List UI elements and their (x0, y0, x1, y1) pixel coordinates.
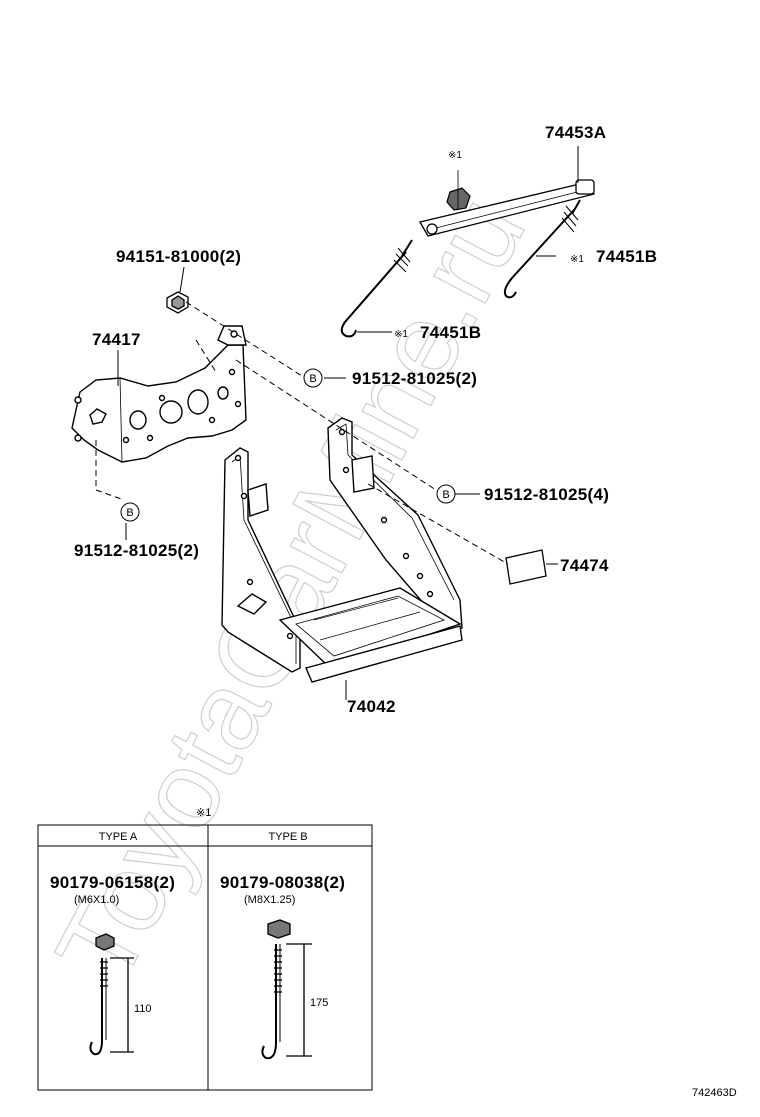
callout-74474: 74474 (560, 556, 609, 575)
callout-91512-upper: 91512-81025(2) (352, 369, 477, 388)
callout-74417: 74417 (92, 330, 141, 349)
hook-bolt-right (503, 199, 581, 299)
battery-tray (221, 417, 463, 683)
marker-b-middle: B (436, 484, 456, 504)
diagram-id: 742463D (692, 1087, 737, 1099)
leader-lines (117, 146, 579, 700)
callout-74453a: 74453A (545, 123, 606, 142)
callout-94151-81000: 94151-81000(2) (116, 247, 241, 266)
marker-b-lower: B (120, 502, 140, 522)
callout-74451b-left: 74451B (420, 323, 481, 342)
callout-91512-lower: 91512-81025(2) (74, 541, 199, 560)
hold-down-stay (419, 179, 595, 237)
note-mark-hook-right: ※1 (570, 254, 584, 265)
table-size-type-a: (M6X1.0) (74, 894, 119, 906)
callout-74451b-right: 74451B (596, 247, 657, 266)
callout-74042: 74042 (347, 697, 396, 716)
hook-bolt-left (340, 239, 413, 338)
table-header-type-b: TYPE B (268, 831, 307, 843)
bolt-type-table (37, 824, 373, 1091)
note-mark-hook-left: ※1 (394, 329, 408, 340)
table-size-type-b: (M8X1.25) (244, 894, 295, 906)
callout-91512-middle: 91512-81025(4) (484, 485, 609, 504)
dashed-lines (95, 301, 509, 565)
table-note-mark: ※1 (196, 807, 211, 819)
marker-b-middle-text: B (442, 489, 449, 501)
note-mark-nut: ※1 (448, 150, 462, 161)
marker-b-lower-text: B (126, 507, 133, 519)
hook-bolt-type-a (89, 933, 134, 1056)
stay-nut (446, 170, 471, 211)
table-length-type-b: 175 (310, 997, 328, 1009)
table-header-type-a: TYPE A (99, 831, 138, 843)
table-part-type-b: 90179-08038(2) (220, 873, 345, 892)
battery-pad (505, 549, 547, 585)
marker-b-upper-text: B (309, 373, 316, 385)
hook-bolt-type-b (261, 919, 312, 1060)
table-length-type-a: 110 (134, 1003, 152, 1015)
battery-bracket (71, 325, 247, 463)
marker-b-upper: B (303, 368, 323, 388)
table-part-type-a: 90179-06158(2) (50, 873, 175, 892)
clip-nut (166, 291, 189, 314)
